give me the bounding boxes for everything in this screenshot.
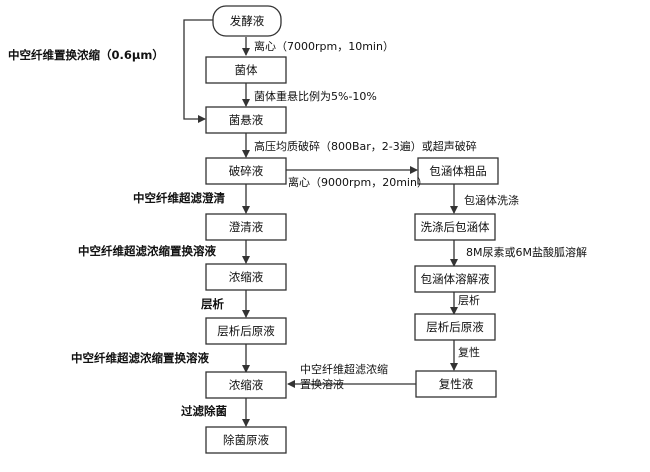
node-cells-label: 菌体 [235,63,258,77]
node-sterile-stock-label: 除菌原液 [223,433,269,447]
node-renatured: 复性液 [415,370,497,398]
label-inclusion-wash: 包涵体洗涤 [464,193,519,207]
label-renature: 复性 [458,345,480,359]
node-inclusion-solution: 包涵体溶解液 [414,265,496,293]
label-filter-sterilize: 过滤除菌 [181,404,227,418]
node-fermentation-broth-label: 发酵液 [230,14,265,28]
label-uf-concentrate-1: 中空纤维超滤浓缩置换溶液 [78,244,216,258]
label-uf-concentrate-2: 中空纤维超滤浓缩置换溶液 [71,351,209,365]
node-sterile-stock: 除菌原液 [205,426,287,454]
node-clarified-label: 澄清液 [229,220,264,234]
node-post-chromatography: 层析后原液 [205,317,287,345]
label-uf-exchange-line2: 置换溶液 [300,377,344,391]
label-uf-exchange-line1: 中空纤维超滤浓缩 [300,362,388,376]
node-post-chromatography-label: 层析后原液 [217,324,275,338]
node-inclusion-solution-label: 包涵体溶解液 [421,272,490,286]
node-cell-suspension-label: 菌悬液 [229,113,264,127]
node-cells: 菌体 [205,56,287,84]
node-post-chromatography-right-label: 层析后原液 [426,320,484,334]
label-chromatography: 层析 [200,297,224,311]
node-renatured-label: 复性液 [439,377,474,391]
label-resuspend-ratio: 菌体重悬比例为5%-10% [254,89,377,103]
node-lysate: 破碎液 [205,157,287,185]
label-hollow-fiber-exchange: 中空纤维置换浓缩（0.6μm） [8,48,164,62]
node-cell-suspension: 菌悬液 [205,106,287,134]
label-centrifuge-2: 离心（9000rpm，20min） [288,175,428,189]
node-concentrate-1-label: 浓缩液 [229,270,264,284]
node-inclusion-crude: 包涵体粗品 [417,157,499,185]
node-lysate-label: 破碎液 [229,164,264,178]
edge-broth-bypass-to-suspension [183,19,213,123]
label-centrifuge-1: 离心（7000rpm，10min） [254,39,394,53]
label-homogenize: 高压均质破碎（800Bar，2-3遍）或超声破碎 [254,139,477,153]
node-fermentation-broth: 发酵液 [212,5,282,37]
node-post-chromatography-right: 层析后原液 [414,313,496,341]
node-washed-inclusion-label: 洗涤后包涵体 [421,220,490,234]
node-clarified: 澄清液 [205,213,287,241]
label-chromatography-right: 层析 [458,293,480,307]
label-urea-dissolve: 8M尿素或6M盐酸胍溶解 [466,245,587,259]
node-washed-inclusion: 洗涤后包涵体 [414,213,496,241]
node-inclusion-crude-label: 包涵体粗品 [429,164,487,178]
node-concentrate-2-label: 浓缩液 [229,378,264,392]
node-concentrate-1: 浓缩液 [205,263,287,291]
node-concentrate-2: 浓缩液 [205,371,287,399]
label-uf-clarify: 中空纤维超滤澄清 [133,191,225,205]
